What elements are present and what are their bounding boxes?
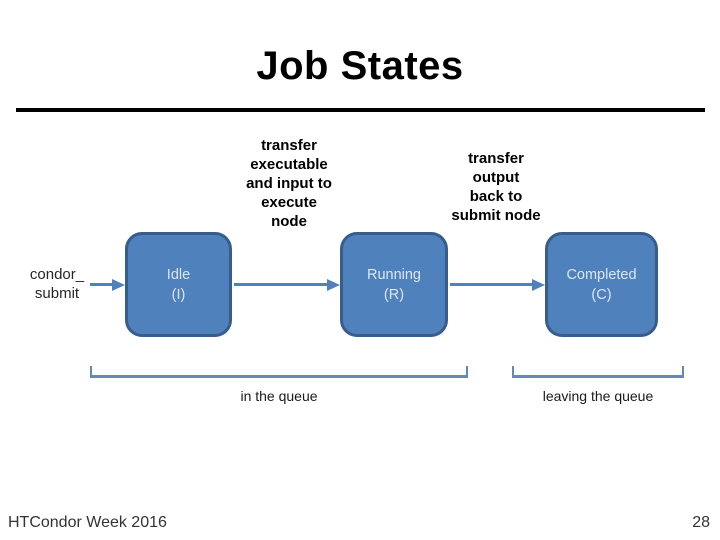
- arrow-submit-to-idle: [90, 278, 125, 291]
- page-title: Job States: [256, 44, 464, 88]
- footer-text: HTCondor Week 2016: [8, 514, 167, 531]
- page-number: 28: [692, 514, 710, 531]
- annotation-transfer-output: transfer output back to submit node: [451, 150, 541, 224]
- state-box-completed: Completed (C): [545, 232, 658, 337]
- leaving-queue-bracket: [512, 366, 684, 378]
- state-label-completed: Completed (C): [566, 266, 637, 303]
- state-box-idle: Idle (I): [125, 232, 232, 337]
- arrow-line: [90, 283, 112, 286]
- state-box-running: Running (R): [340, 232, 448, 337]
- arrow-idle-to-running: [234, 278, 340, 291]
- state-label-idle: Idle (I): [166, 266, 191, 303]
- annotation-transfer-input: transfer executable and input to execute…: [246, 137, 332, 230]
- arrow-running-to-completed: [450, 278, 545, 291]
- right-arrow-icon: [327, 278, 340, 291]
- title-underline: [16, 108, 705, 112]
- state-label-running: Running (R): [366, 266, 421, 303]
- arrow-line: [450, 283, 532, 286]
- in-queue-label: in the queue: [240, 388, 318, 404]
- condor-submit-label: condor_ submit: [29, 266, 85, 302]
- in-queue-bracket: [90, 366, 468, 378]
- right-arrow-icon: [532, 278, 545, 291]
- leaving-queue-label: leaving the queue: [542, 388, 654, 404]
- right-arrow-icon: [112, 278, 125, 291]
- arrow-line: [234, 283, 327, 286]
